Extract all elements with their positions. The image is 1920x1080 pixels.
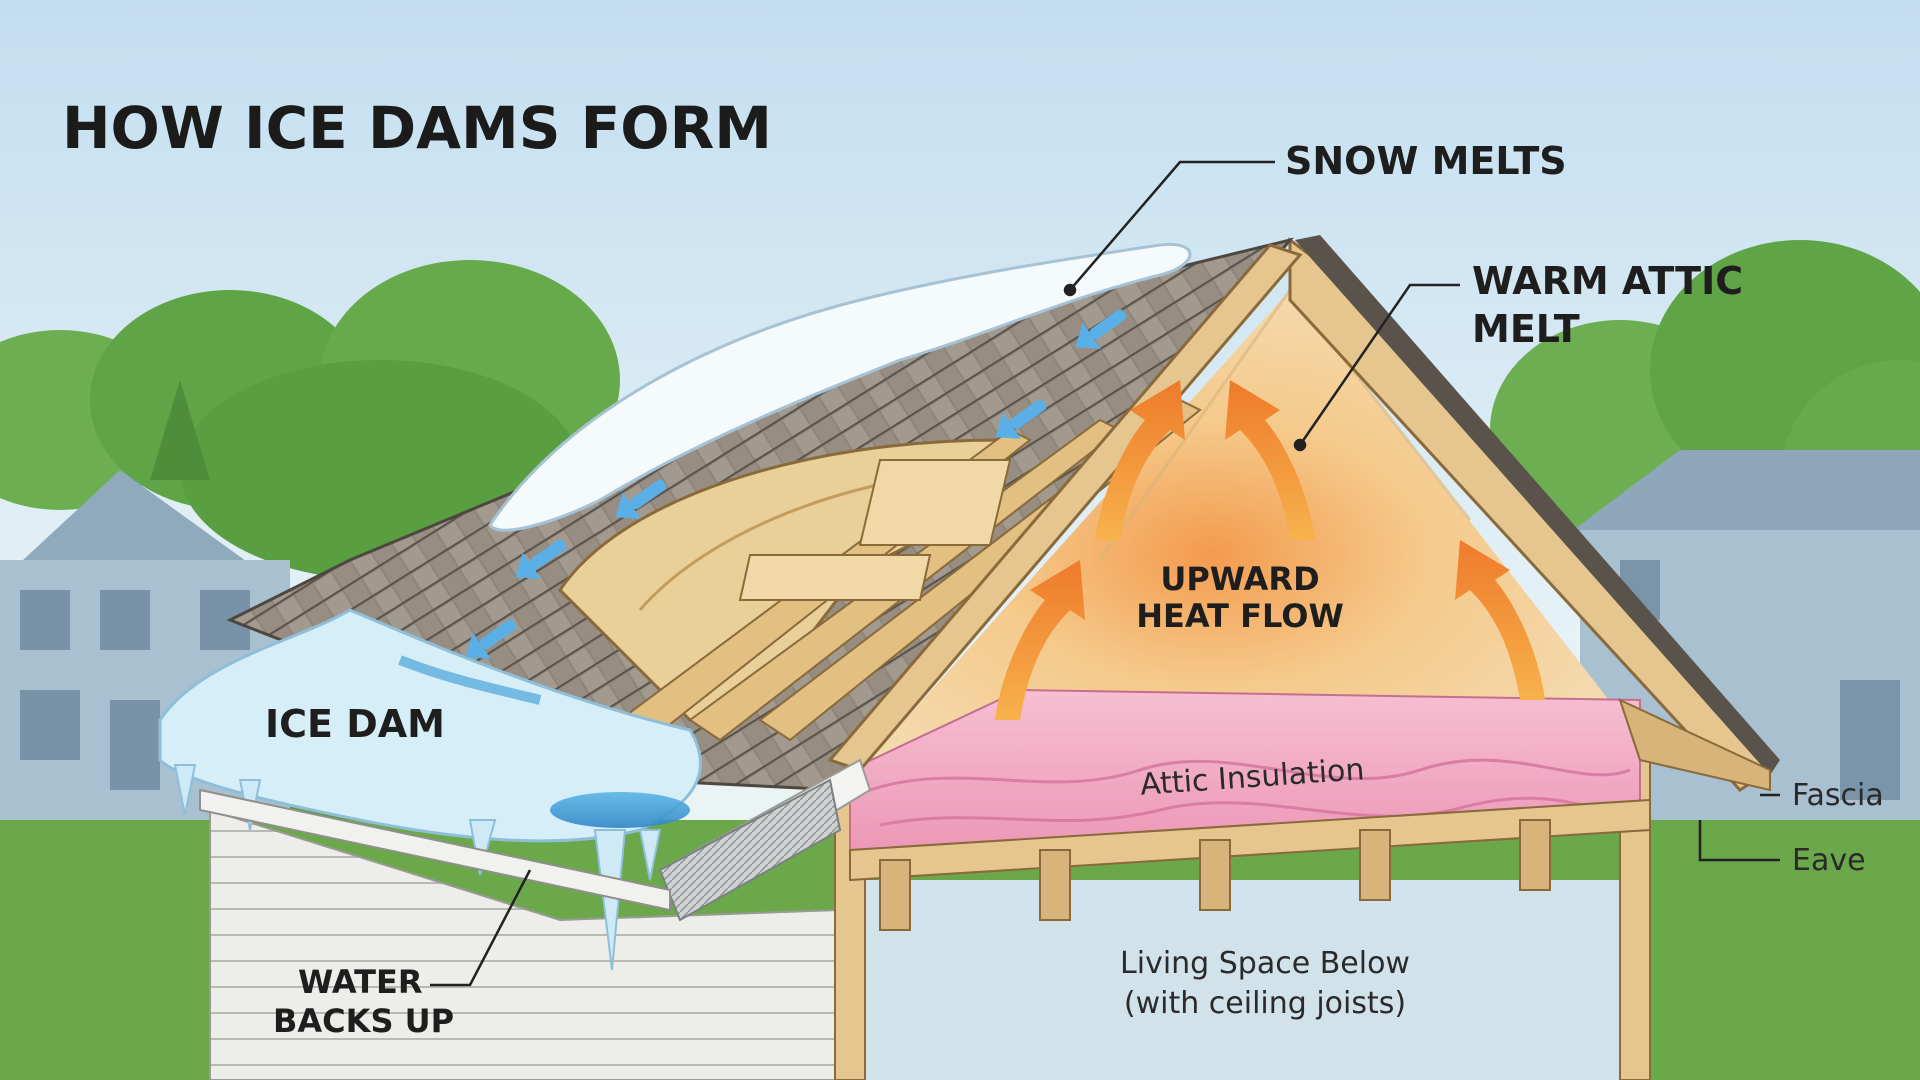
heat-arrows (995, 380, 1545, 720)
label-water-line2: BACKS UP (273, 1002, 455, 1040)
melt-arrow-icon (615, 479, 667, 519)
label-living-line2: (with ceiling joists) (1123, 986, 1407, 1021)
label-eave: Eave (1792, 843, 1866, 878)
heat-arrow-icon (1095, 380, 1185, 540)
melt-arrow-icon (995, 399, 1047, 439)
attic-insulation (849, 688, 1641, 852)
ceiling-joists (849, 798, 1651, 931)
roof-snow (488, 242, 1192, 532)
label-upward-line2: HEAT FLOW (1136, 597, 1344, 635)
heat-arrow-icon (1455, 540, 1545, 700)
leader-water-backs-up (430, 869, 532, 987)
leader-eave (1698, 820, 1780, 862)
melt-arrow-icon (515, 539, 567, 579)
leader-snow-melts (1069, 160, 1275, 291)
label-living-line1: Living Space Below (1120, 946, 1410, 981)
leader-warm-attic (1298, 283, 1460, 446)
label-warm-attic-line2: MELT (1472, 307, 1580, 351)
melt-arrow-icon (1075, 309, 1127, 349)
soffit-vent (658, 778, 842, 922)
ice-dam-mass (158, 608, 702, 843)
label-warm-attic-line1: WARM ATTIC (1472, 259, 1744, 303)
label-ice-dam: ICE DAM (265, 702, 445, 746)
diagram-title: HOW ICE DAMS FORM (62, 94, 772, 162)
label-fascia: Fascia (1792, 778, 1884, 813)
heat-arrow-icon (995, 560, 1085, 720)
melt-arrow-icon (465, 619, 517, 659)
melt-arrows (465, 309, 1127, 659)
living-space-cutaway (860, 880, 1640, 1080)
label-water-line1: WATER (298, 963, 423, 1001)
roof-right-slope (1288, 235, 1780, 792)
gutter (199, 788, 671, 912)
label-snow-melts: SNOW MELTS (1285, 139, 1567, 183)
heat-arrow-icon (1225, 380, 1315, 540)
leader-lines (430, 160, 1780, 987)
label-upward-line1: UPWARD (1160, 560, 1320, 598)
